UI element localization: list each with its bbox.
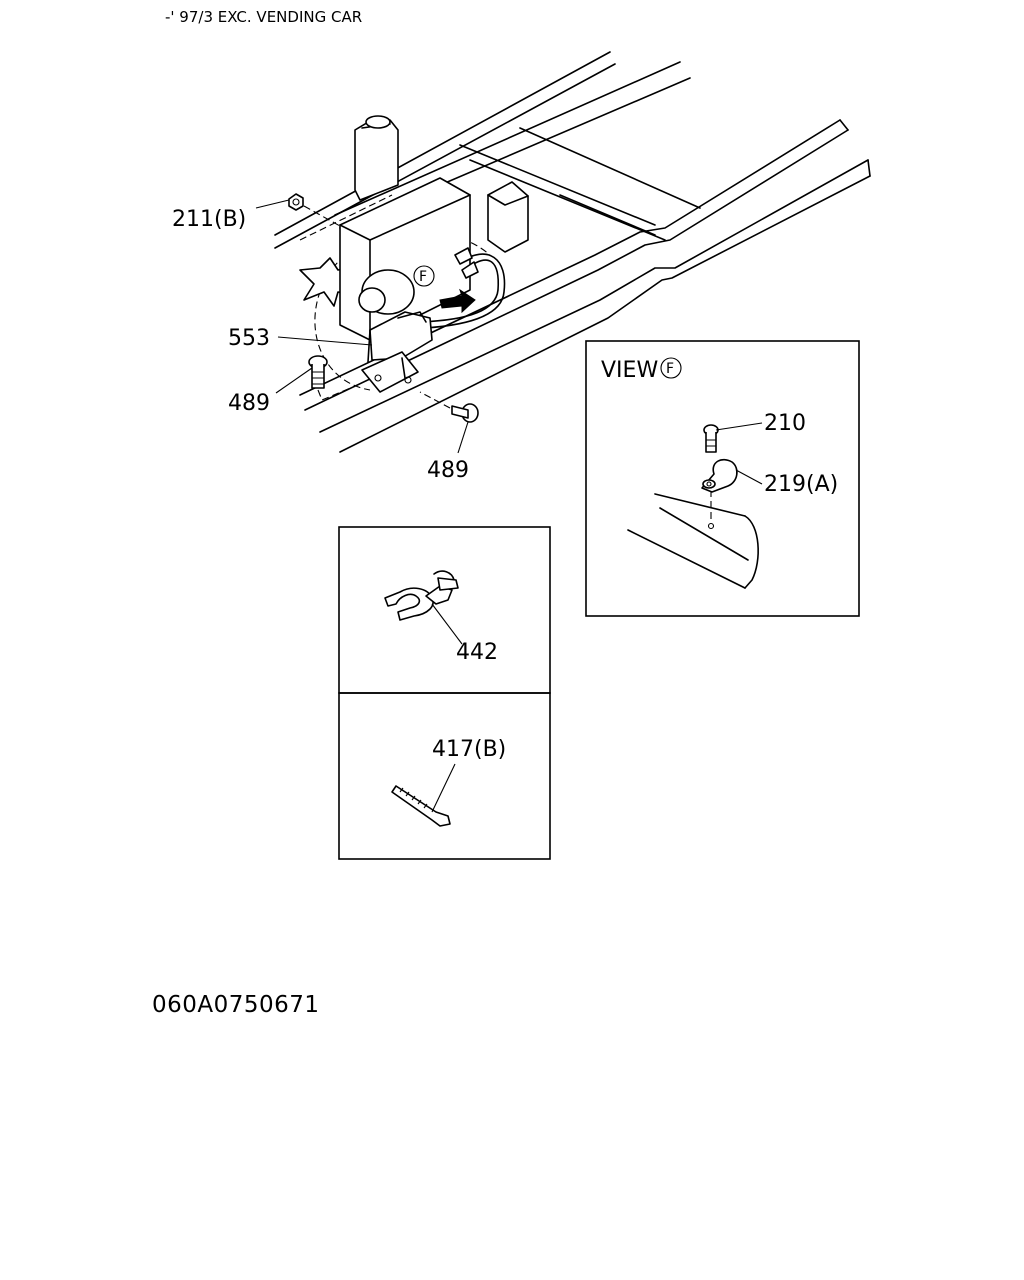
callout-442: 442 bbox=[456, 640, 498, 665]
callout-219a: 219(A) bbox=[764, 472, 838, 497]
battery-case-drawing: F bbox=[299, 177, 529, 391]
callout-211b: 211(B) bbox=[172, 207, 246, 232]
view-f-marker: F bbox=[666, 361, 674, 377]
header-note: -' 97/3 EXC. VENDING CAR bbox=[165, 8, 362, 26]
callout-210: 210 bbox=[764, 411, 806, 436]
drawing-code: 060A0750671 bbox=[152, 992, 320, 1018]
parts-box-417b: 417(B) bbox=[338, 692, 551, 860]
main-view-marker: F bbox=[419, 269, 427, 285]
callout-489-left: 489 bbox=[228, 391, 270, 416]
callout-553: 553 bbox=[228, 326, 270, 351]
callout-417b: 417(B) bbox=[432, 737, 506, 762]
parts-box-442: 442 bbox=[338, 526, 551, 694]
bolt-489-bottom bbox=[419, 391, 479, 423]
nut-211b bbox=[288, 193, 341, 227]
chassis-frame-drawing bbox=[274, 51, 871, 453]
clamp-219a bbox=[701, 458, 738, 493]
callout-489-bottom: 489 bbox=[427, 458, 469, 483]
bolt-489-left bbox=[308, 355, 361, 401]
bolt-210 bbox=[703, 424, 719, 453]
view-f-inset: VIEW F 210 219(A) bbox=[585, 340, 860, 617]
leader-lines bbox=[255, 199, 469, 454]
view-f-title: VIEW bbox=[601, 358, 658, 383]
bracket-553-drawing bbox=[361, 311, 433, 393]
